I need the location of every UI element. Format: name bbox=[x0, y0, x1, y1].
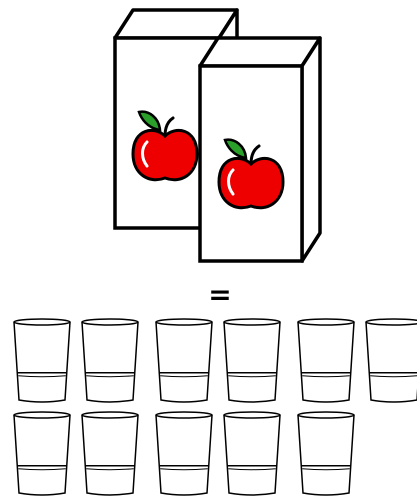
juice-box-front bbox=[198, 36, 322, 263]
equals-sign: = bbox=[208, 278, 232, 311]
glass bbox=[81, 318, 139, 403]
apple-icon bbox=[217, 138, 285, 210]
glass bbox=[155, 411, 213, 496]
glass bbox=[155, 318, 213, 403]
glass bbox=[223, 411, 281, 496]
glass bbox=[13, 411, 71, 496]
apple-icon bbox=[131, 110, 199, 182]
glasses-grid bbox=[13, 318, 417, 496]
glass bbox=[297, 411, 355, 496]
glass bbox=[13, 318, 71, 403]
glass bbox=[365, 318, 417, 403]
glass bbox=[297, 318, 355, 403]
glass bbox=[81, 411, 139, 496]
glass bbox=[223, 318, 281, 403]
